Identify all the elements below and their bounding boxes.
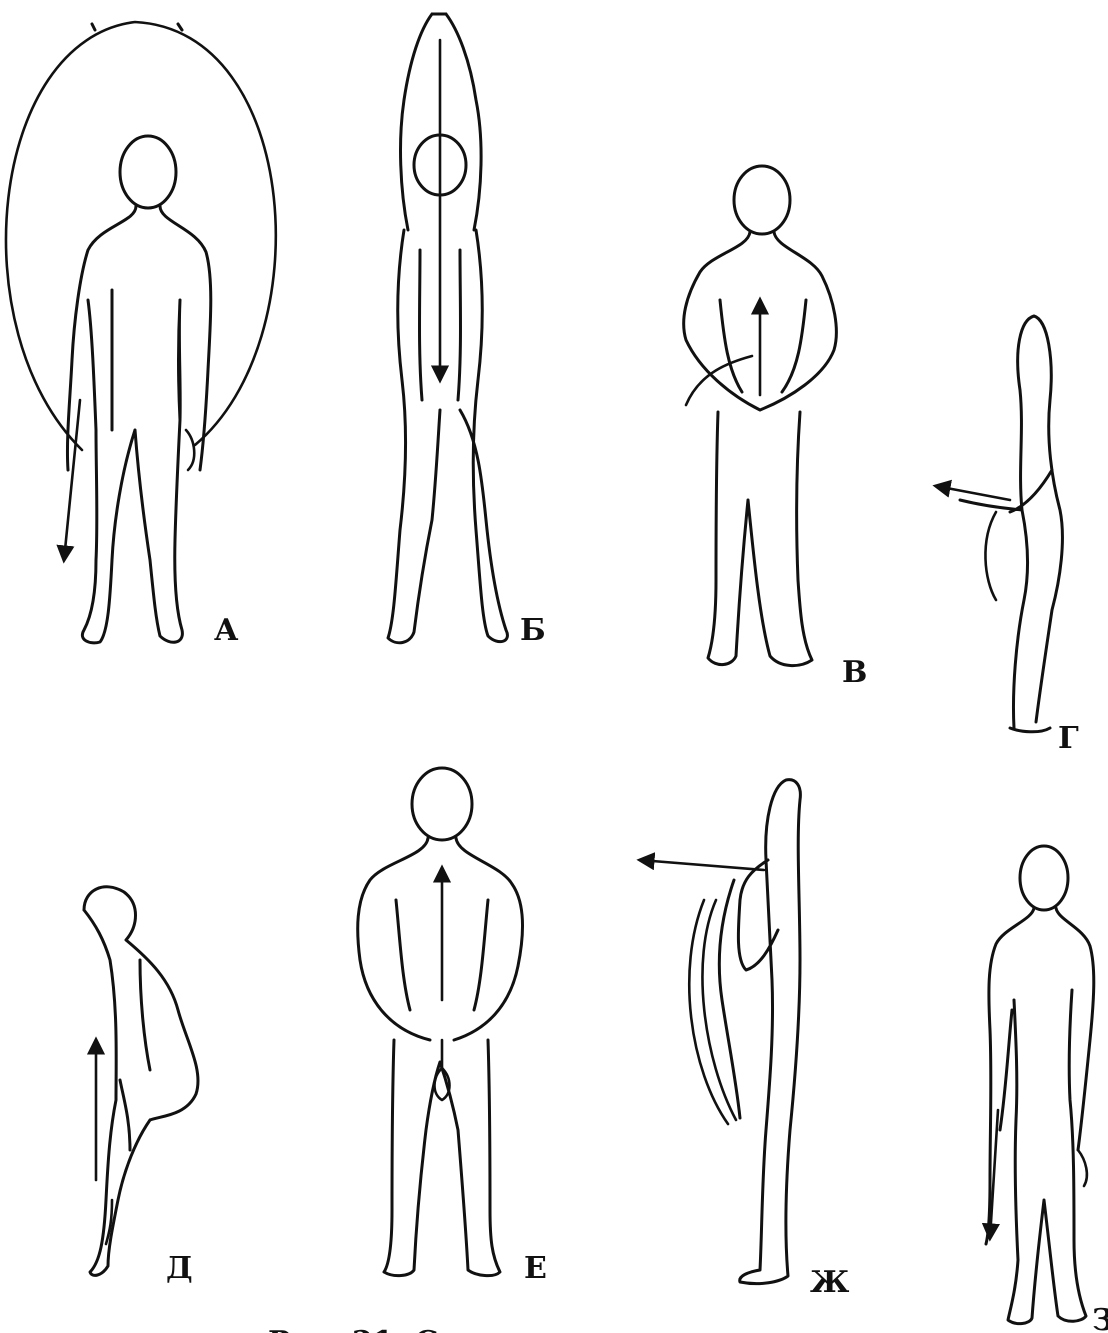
figure-g-arm-arrow — [936, 486, 1010, 500]
figure-v-head — [734, 166, 790, 234]
figure-v: В — [684, 166, 868, 690]
figure-v-body — [684, 232, 837, 666]
figure-zh-arm-arrow — [640, 860, 764, 870]
figure-g-body — [960, 316, 1062, 732]
figure-zh: Ж — [640, 780, 850, 1300]
figure-caption: Рис. 21. С — [268, 1325, 438, 1333]
figure-e-body — [358, 838, 523, 1276]
figure-a-arm-arrow — [64, 400, 80, 560]
figure-a: А — [6, 22, 276, 648]
figure-a-body — [67, 206, 210, 643]
figure-d: Д — [84, 887, 198, 1286]
figure-b-body — [388, 230, 507, 643]
figure-label-z: З — [1092, 1303, 1108, 1333]
figure-label-d: Д — [166, 1251, 193, 1286]
figure-e-head — [412, 768, 472, 840]
figure-label-a: А — [214, 613, 239, 648]
figure-label-v: В — [842, 655, 867, 690]
figure-label-b: Б — [520, 613, 546, 648]
figure-g: Г — [936, 316, 1079, 756]
figure-e: Е — [358, 768, 547, 1286]
figure-d-body — [84, 887, 198, 1276]
energy-aura-ellipse — [6, 22, 276, 450]
figure-label-zh: Ж — [810, 1265, 850, 1300]
figure-z-body — [986, 908, 1094, 1324]
figure-g-curve-arrow — [985, 512, 996, 600]
figure-label-e: Е — [524, 1251, 547, 1286]
figure-z-head — [1020, 846, 1068, 910]
figure-b: Б — [388, 14, 546, 648]
figure-a-head — [120, 136, 176, 208]
figure-zh-body — [719, 780, 800, 1284]
figure-label-g: Г — [1058, 721, 1079, 756]
figure-z: З — [986, 846, 1108, 1333]
